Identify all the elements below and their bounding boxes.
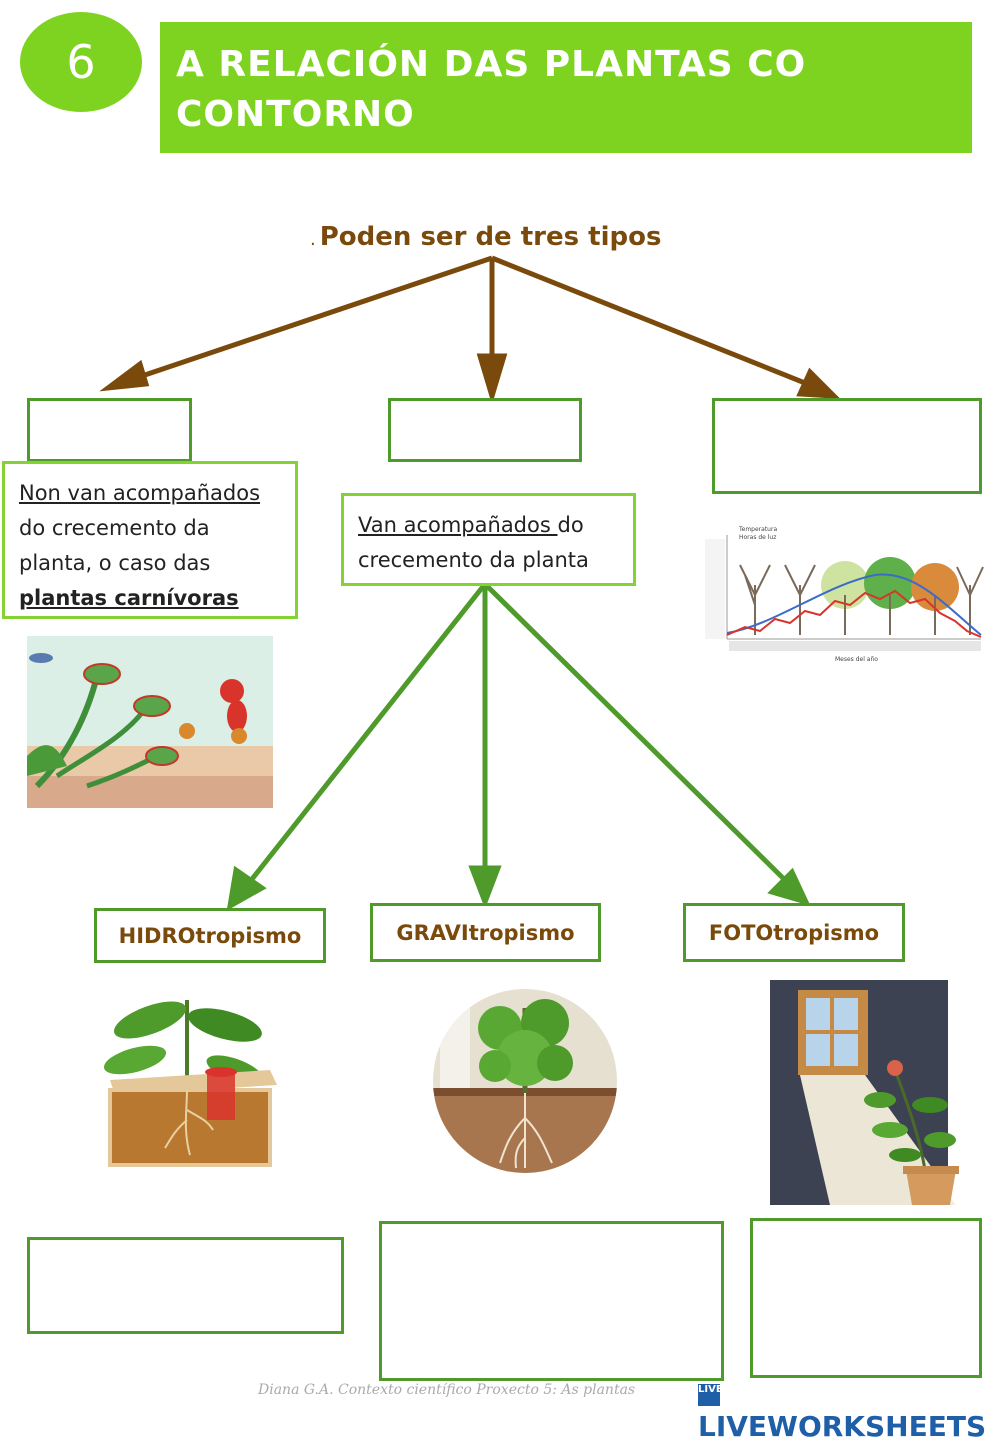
concept-map-arrows [99,255,841,911]
center-description-box: Van acompañados do crecemento da planta [341,493,636,586]
phototropism-illustration [770,980,966,1205]
arrow-to-right-box [491,255,811,388]
arrowhead-center [476,353,508,405]
arrowhead-left [99,359,150,392]
answer-box-type-3[interactable] [712,398,982,494]
gravitropismo-label: GRAVItropismo [396,920,575,945]
main-question: .Poden ser de tres tipos [310,222,661,252]
climate-chart-illustration: Temperatura Horas de luz Meses del año [705,515,997,665]
left-desc-carnivorous: plantas carnívoras [19,586,239,610]
chart-legend-light: Horas de luz [739,534,776,541]
liveworksheets-brand[interactable]: LIVE LIVEWORKSHEETS [698,1377,1000,1443]
left-desc-line3: planta, o caso das [19,551,211,575]
arrow-to-hidrotropismo [243,582,487,890]
arrowhead-gravi [468,865,502,910]
carnivorous-plant-illustration [27,636,273,808]
gravitropism-illustration [433,989,617,1173]
hidrotropism-illustration [103,1000,277,1167]
answer-box-fototropismo[interactable] [750,1218,982,1378]
left-desc-underlined: Non van acompañados [19,481,261,505]
chart-xlabel: Meses del año [835,656,878,663]
arrowhead-hidro [226,865,267,911]
main-question-bullet: . [310,229,316,250]
hidrotropismo-label: HIDROtropismo [118,923,302,948]
main-question-text: Poden ser de tres tipos [319,222,662,252]
left-desc-line2: do crecemento da [19,516,210,540]
title-banner [160,22,972,153]
arrowhead-right [796,367,841,399]
hidrotropismo-label-box: HIDROtropismo [94,908,326,963]
arrow-to-left-box [129,255,493,383]
page-title: A RELACIÓN DAS PLANTAS CO CONTORNO [176,44,807,135]
center-desc-line2: crecemento da planta [358,548,589,572]
liveworksheets-brand-text: LIVEWORKSHEETS [698,1410,987,1443]
fototropismo-label: FOTOtropismo [708,920,880,945]
center-desc-underlined: Van acompañados [358,513,558,537]
liveworksheets-logo-icon: LIVE [698,1384,723,1406]
chart-legend-temp: Temperatura [738,526,777,533]
fototropismo-label-box: FOTOtropismo [683,903,905,962]
arrowhead-foto [767,867,811,906]
section-number-badge: 6 [20,12,142,112]
answer-box-type-2[interactable] [388,398,582,462]
left-description-box: Non van acompañados do crecemento da pla… [2,461,298,619]
gravitropismo-label-box: GRAVItropismo [370,903,601,962]
arrow-to-fototropismo [483,582,792,887]
footer-credit: Diana G.A. Contexto científico Proxecto … [258,1382,636,1398]
center-desc-line1-rest: do [557,513,584,537]
answer-box-hidrotropismo[interactable] [27,1237,344,1334]
answer-box-gravitropismo[interactable] [379,1221,724,1381]
answer-box-type-1[interactable] [27,398,192,462]
